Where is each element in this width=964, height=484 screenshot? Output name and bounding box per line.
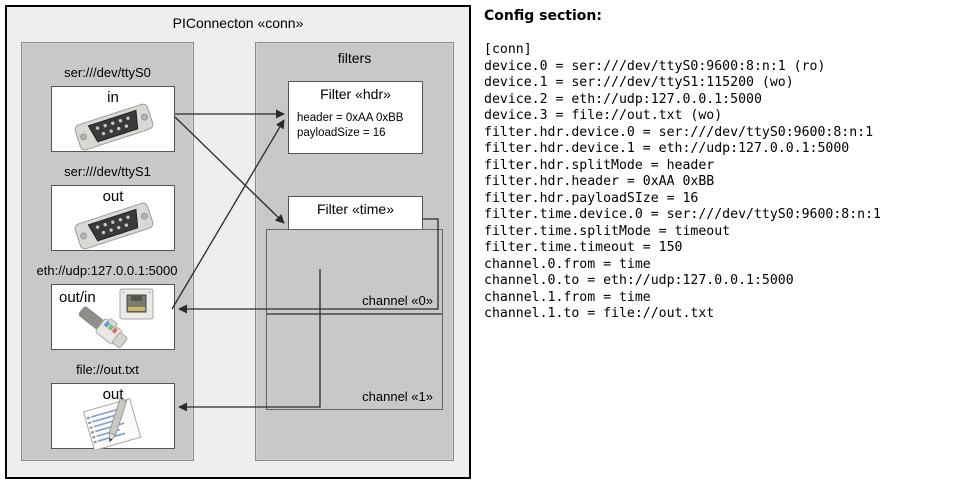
device-caption-eth: eth://udp:127.0.0.1:5000 — [36, 263, 178, 278]
connector-layer — [171, 109, 439, 412]
filter-hdr-attr-payloadsize: payloadSize = 16 — [297, 127, 386, 139]
serial-port-icon — [74, 103, 154, 151]
config-text: [conn] device.0 = ser:///dev/ttyS0:9600:… — [484, 42, 881, 321]
channel-0-panel: channel «0» — [266, 229, 443, 314]
device-caption-ttyS1: ser:///dev/ttyS1 — [64, 164, 151, 179]
wire-in-to-time — [174, 116, 285, 224]
wire-channel0-to-eth — [178, 218, 439, 314]
channel-1-label: channel «1» — [362, 389, 433, 404]
device-card-file[interactable]: out — [51, 383, 175, 450]
filter-hdr-attr-header: header = 0xAA 0xBB — [297, 112, 404, 124]
wire-eth-to-hdr — [171, 119, 285, 310]
device-label-out-file: out — [102, 386, 124, 403]
config-heading: Config section: — [484, 8, 602, 24]
device-label-in: in — [107, 89, 119, 106]
diagram-title: PIConnecton «conn» — [172, 15, 304, 31]
ethernet-jack-icon — [78, 288, 154, 349]
document-pen-icon — [82, 398, 142, 450]
channel-1-panel: channel «1» — [266, 314, 443, 410]
device-card-ttyS0[interactable]: in — [51, 86, 175, 152]
diagram-canvas: PIConnecton «conn» ser:///dev/ttyS0 in — [5, 5, 471, 479]
device-caption-file: file://out.txt — [76, 362, 139, 377]
device-card-eth[interactable]: out/in — [51, 284, 175, 350]
serial-port-icon — [74, 202, 154, 250]
device-card-ttyS1[interactable]: out — [51, 185, 175, 251]
filters-group-title: filters — [337, 50, 372, 66]
device-caption-ttyS0: ser:///dev/ttyS0 — [64, 65, 151, 80]
config-section: Config section: [conn] device.0 = ser://… — [482, 0, 964, 484]
filter-hdr-title: Filter «hdr» — [320, 86, 391, 102]
wire-channel1-to-file — [178, 269, 321, 412]
device-label-outin: out/in — [59, 289, 96, 306]
filter-box-hdr[interactable]: Filter «hdr» header = 0xAA 0xBB payloadS… — [288, 81, 423, 154]
channel-0-label: channel «0» — [362, 293, 433, 308]
filter-time-title: Filter «time» — [316, 201, 395, 217]
device-label-out-serial: out — [102, 188, 124, 205]
